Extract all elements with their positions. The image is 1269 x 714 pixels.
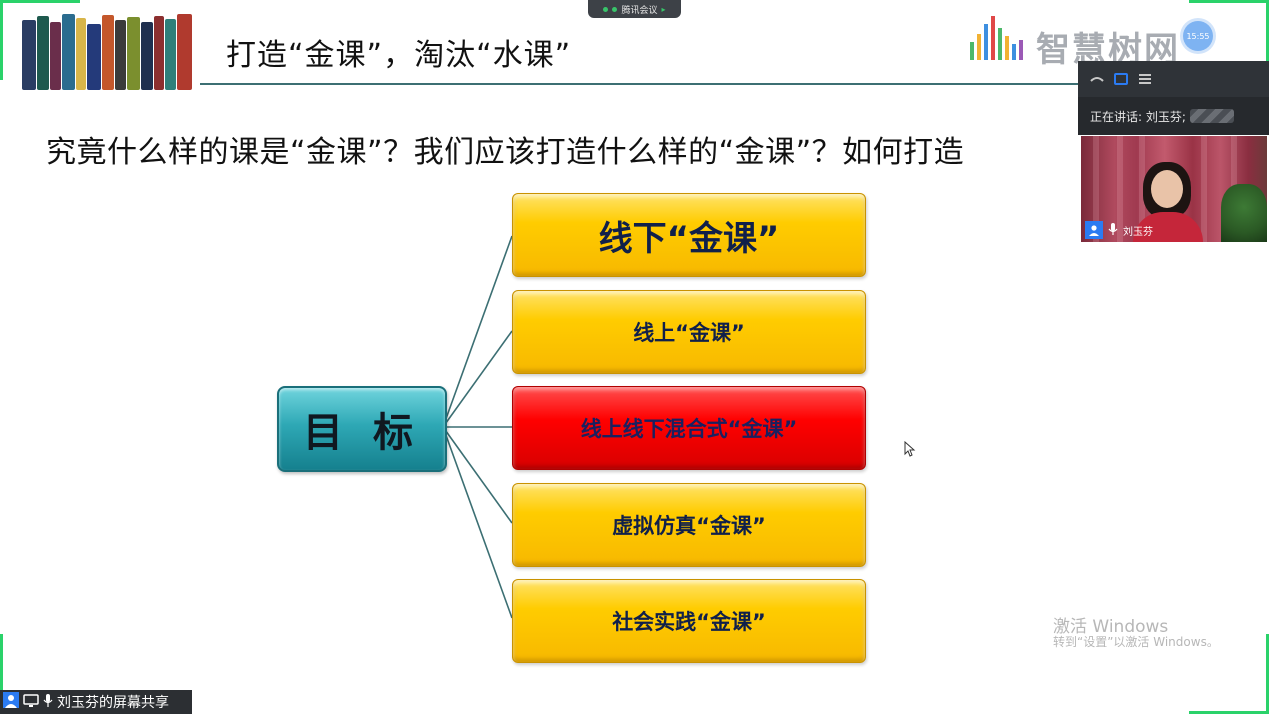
screen-share-owner: 刘玉芬的屏幕共享 <box>57 695 169 711</box>
status-dot-icon <box>612 6 618 12</box>
share-frame-corner <box>1266 634 1269 714</box>
video-panel: 正在讲话: 刘玉芬; 刘玉芬 <box>1078 61 1269 246</box>
speaking-text: 正在讲话: 刘玉芬; <box>1090 109 1186 124</box>
play-icon: ▸ <box>661 4 666 14</box>
slide-title: 打造“金课”，淘汰“水课” <box>226 38 572 73</box>
share-frame-corner <box>1189 711 1269 714</box>
speaking-indicator: 正在讲话: 刘玉芬; <box>1078 97 1269 135</box>
meeting-status-pill[interactable]: 腾讯会议 ▸ <box>588 0 681 18</box>
blurred-name-icon <box>1189 109 1234 123</box>
branch-label: 线上线下混合式“金课” <box>580 417 798 441</box>
share-frame-corner <box>0 0 80 3</box>
screen-share-icon <box>23 693 39 712</box>
goal-label: 目 标 <box>303 410 421 456</box>
branch-label: 线上“金课” <box>633 321 745 345</box>
share-frame-corner <box>0 634 3 714</box>
logo-bars-icon <box>970 16 1023 60</box>
user-icon <box>1085 221 1103 239</box>
books-illustration <box>22 14 192 90</box>
participant-name-bar: 刘玉芬 <box>1081 218 1267 242</box>
microphone-icon <box>43 693 53 712</box>
share-frame-corner <box>1189 0 1269 3</box>
branch-offline-golden-course: 线下“金课” <box>512 193 866 277</box>
participant-face <box>1151 170 1183 208</box>
title-divider <box>200 83 1080 85</box>
status-dot-icon <box>603 6 609 12</box>
meeting-app-name: 腾讯会议 <box>621 5 658 16</box>
microphone-icon <box>1108 221 1118 240</box>
slide-question: 究竟什么样的课是“金课”？我们应该打造什么样的“金课”？如何打造 <box>46 135 965 170</box>
gallery-view-icon[interactable] <box>1114 73 1128 85</box>
branch-virtual-simulation-golden-course: 虚拟仿真“金课” <box>512 483 866 567</box>
clock-time: 15:55 <box>1186 31 1210 41</box>
share-frame-corner <box>0 0 3 80</box>
branch-label: 线下“金课” <box>598 218 780 259</box>
goal-node: 目 标 <box>277 386 447 472</box>
plant-background <box>1221 184 1267 242</box>
video-panel-toolbar <box>1078 61 1269 97</box>
mouse-cursor-icon <box>904 441 916 457</box>
list-view-icon[interactable] <box>1138 73 1152 85</box>
branch-label: 社会实践“金课” <box>612 610 766 634</box>
branch-online-golden-course: 线上“金课” <box>512 290 866 374</box>
branch-label: 虚拟仿真“金课” <box>612 514 766 538</box>
minimize-icon[interactable] <box>1090 73 1104 85</box>
windows-activation-hint: 转到“设置”以激活 Windows。 <box>1053 635 1219 649</box>
branch-social-practice-golden-course: 社会实践“金课” <box>512 579 866 663</box>
windows-activation-title: 激活 Windows <box>1053 617 1169 637</box>
screen-share-label-bar: 刘玉芬的屏幕共享 <box>0 690 192 714</box>
branch-blended-golden-course: 线上线下混合式“金课” <box>512 386 866 470</box>
participant-name: 刘玉芬 <box>1123 226 1153 238</box>
share-frame-corner <box>1266 0 1269 80</box>
participant-video[interactable]: 刘玉芬 <box>1081 136 1267 242</box>
clock-badge: 15:55 <box>1183 21 1213 51</box>
user-icon <box>3 692 19 712</box>
